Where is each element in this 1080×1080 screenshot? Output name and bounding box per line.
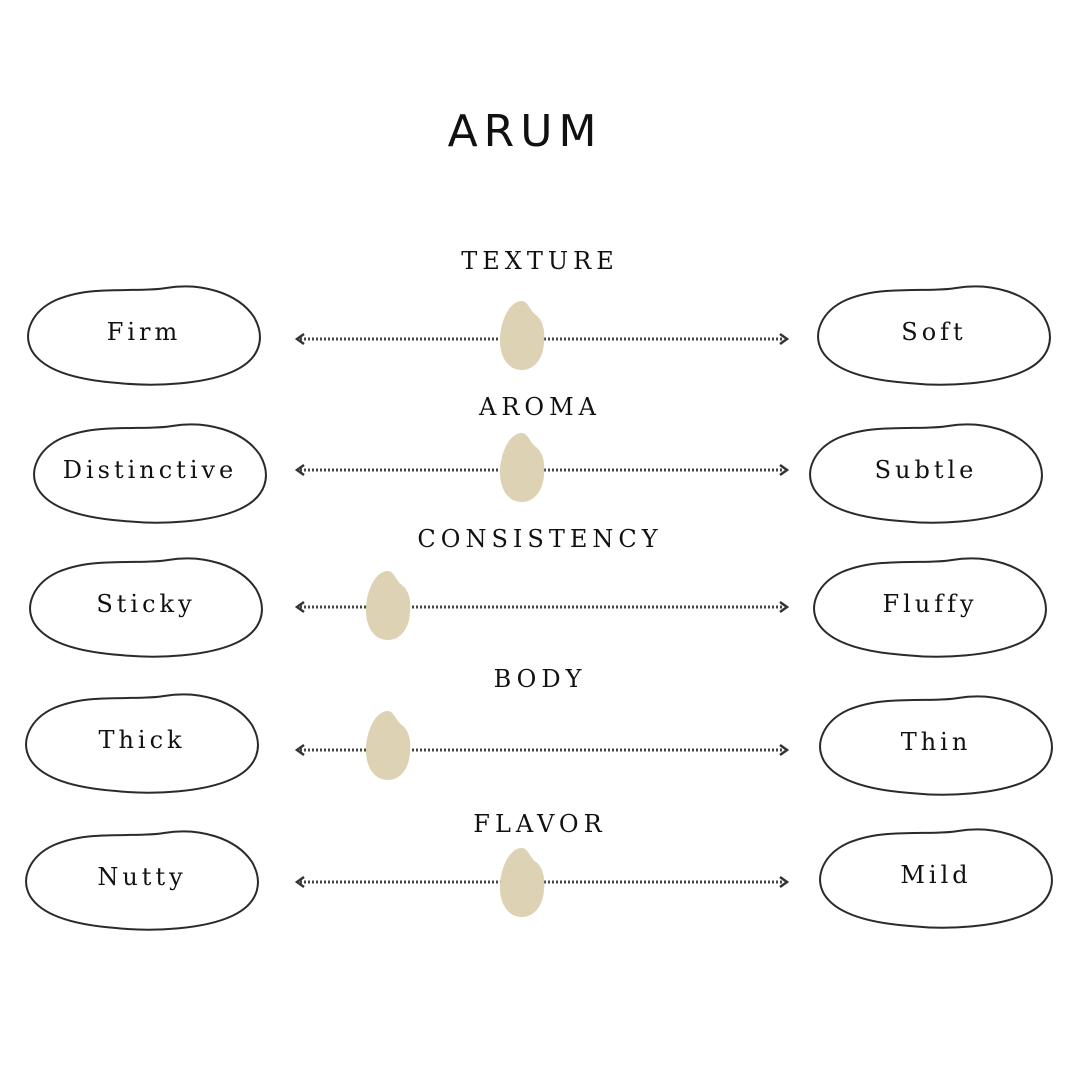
blob-outline-icon: [813, 557, 1047, 658]
scale-row-consistency: CONSISTENCY Sticky Fluffy: [0, 525, 1080, 675]
scale-row-aroma: AROMA Distinctive Subtle: [0, 393, 1080, 543]
left-trait-label: Distinctive: [62, 456, 238, 484]
level-marker: [364, 709, 412, 781]
rice-grain-icon: [500, 301, 545, 370]
level-marker: [498, 431, 546, 503]
page-title: ARUM: [447, 106, 603, 157]
blob-outline-icon: [819, 828, 1053, 929]
level-marker: [364, 569, 412, 641]
scale-row-body: BODY Thick Thin: [0, 665, 1080, 815]
blob-outline-icon: [25, 693, 259, 794]
scale-row-flavor: FLAVOR Nutty Mild: [0, 810, 1080, 960]
scale-row-texture: TEXTURE Firm Soft: [0, 247, 1080, 397]
rice-grain-icon: [366, 571, 411, 640]
rice-grain-icon: [500, 433, 545, 502]
left-trait-label: Thick: [98, 726, 186, 754]
left-trait-blob: Nutty: [24, 828, 260, 934]
left-trait-label: Sticky: [96, 590, 196, 618]
double-arrow-icon: [294, 463, 790, 477]
scale-heading: FLAVOR: [473, 810, 607, 838]
blob-outline-icon: [817, 285, 1051, 386]
rice-grain-icon: [366, 711, 411, 780]
left-trait-blob: Sticky: [28, 555, 264, 661]
rice-grain-icon: [500, 848, 545, 917]
scale-track: [294, 331, 790, 347]
right-trait-blob: Soft: [816, 283, 1052, 389]
blob-outline-icon: [809, 423, 1043, 524]
double-arrow-icon: [294, 332, 790, 346]
blob-outline-icon: [33, 423, 267, 524]
right-trait-label: Subtle: [874, 456, 978, 484]
left-trait-blob: Firm: [26, 283, 262, 389]
level-marker: [498, 299, 546, 371]
right-trait-blob: Mild: [818, 826, 1054, 932]
left-trait-blob: Distinctive: [32, 421, 268, 527]
right-trait-label: Mild: [900, 861, 972, 889]
blob-outline-icon: [27, 285, 261, 386]
scale-heading: AROMA: [479, 393, 601, 421]
right-trait-blob: Fluffy: [812, 555, 1048, 661]
scale-heading: BODY: [493, 665, 587, 693]
right-trait-label: Fluffy: [882, 590, 978, 618]
left-trait-label: Nutty: [97, 863, 187, 891]
scale-heading: CONSISTENCY: [417, 525, 663, 553]
level-marker: [498, 846, 546, 918]
double-arrow-icon: [294, 875, 790, 889]
blob-outline-icon: [25, 830, 259, 931]
right-trait-label: Thin: [900, 728, 972, 756]
right-trait-blob: Subtle: [808, 421, 1044, 527]
scale-track: [294, 462, 790, 478]
scale-track: [294, 874, 790, 890]
left-trait-blob: Thick: [24, 691, 260, 797]
blob-outline-icon: [29, 557, 263, 658]
blob-outline-icon: [819, 695, 1053, 796]
left-trait-label: Firm: [106, 318, 182, 346]
right-trait-label: Soft: [901, 318, 967, 346]
scale-heading: TEXTURE: [461, 247, 619, 275]
right-trait-blob: Thin: [818, 693, 1054, 799]
